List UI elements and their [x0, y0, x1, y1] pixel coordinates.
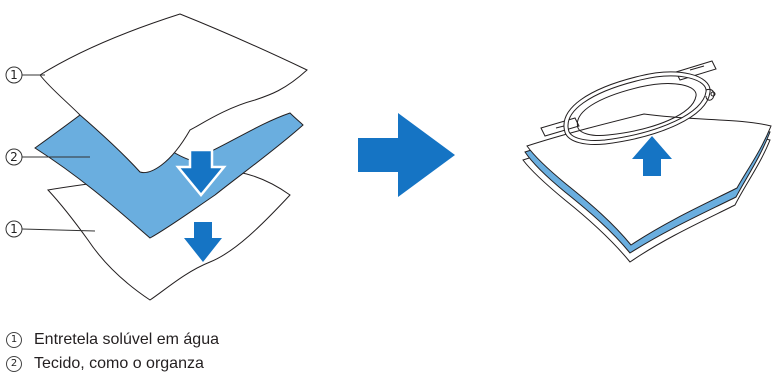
top-stabilizer-sheet: [39, 13, 308, 173]
svg-text:1: 1: [10, 222, 18, 236]
svg-text:1: 1: [10, 68, 18, 82]
up-arrow-icon: [632, 136, 672, 176]
down-arrow-icon: [184, 222, 222, 262]
hooped-top-sheet: [526, 113, 772, 246]
legend-text: Tecido, como o organza: [34, 355, 204, 372]
legend-text: Entretela solúvel em água: [34, 331, 219, 348]
callout-bottom-sheet: 1: [5, 220, 96, 238]
down-arrow-outline-icon: [175, 148, 227, 197]
callout-fabric: 2: [5, 148, 90, 166]
legend-number: 1: [6, 332, 22, 348]
embroidery-hoop-icon: [540, 60, 717, 145]
right-arrow-icon: [358, 113, 455, 197]
legend-item-fabric: 2 Tecido, como o organza: [6, 352, 219, 376]
svg-text:2: 2: [10, 150, 18, 164]
legend: 1 Entretela solúvel em água 2 Tecido, como…: [6, 328, 219, 376]
illustration: 1 2 1: [5, 13, 772, 301]
legend-item-stabilizer: 1 Entretela solúvel em água: [6, 328, 219, 352]
callout-top-sheet: 1: [5, 66, 45, 84]
legend-number: 2: [6, 356, 22, 372]
